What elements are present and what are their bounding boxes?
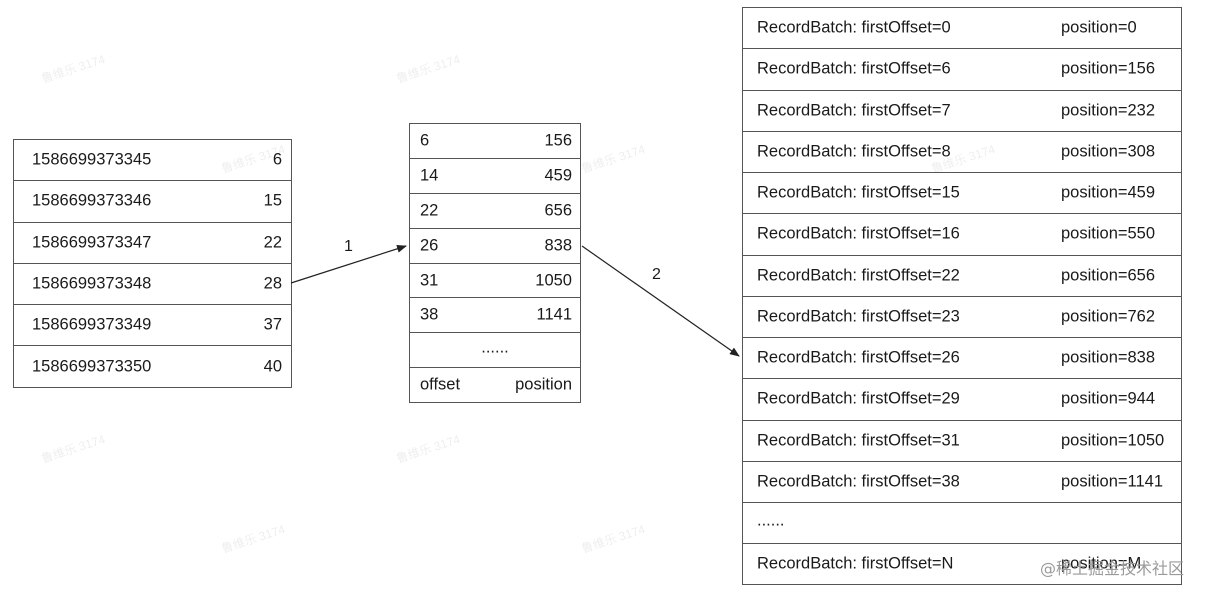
table-row: 1586699373345 6 — [14, 140, 291, 182]
table-row: RecordBatch: firstOffset=26 position=838 — [743, 338, 1181, 380]
offset-index-table: 6 156 14 459 22 656 26 838 31 1050 38 1141 ...… — [409, 123, 581, 404]
position-cell: position=1141 — [1061, 472, 1163, 491]
table-row: 38 1141 — [410, 298, 580, 334]
position-cell: position=232 — [1061, 101, 1156, 120]
offset-cell: 22 — [420, 201, 439, 220]
timestamp-cell: 1586699373348 — [32, 274, 152, 293]
record-batch-cell: RecordBatch: firstOffset=N — [757, 554, 954, 573]
table-row: RecordBatch: firstOffset=38 position=1141 — [743, 462, 1181, 503]
table-row: RecordBatch: firstOffset=8 position=308 — [743, 132, 1181, 173]
record-batch-cell: RecordBatch: firstOffset=38 — [757, 472, 960, 491]
record-batch-cell: RecordBatch: firstOffset=7 — [757, 101, 951, 120]
offset-cell: 22 — [263, 233, 282, 252]
timestamp-cell: 1586699373347 — [32, 233, 152, 252]
arrow-step-2 — [581, 245, 740, 357]
ellipsis-text: ...... — [757, 511, 785, 530]
table-row: RecordBatch: firstOffset=16 position=550 — [743, 214, 1181, 256]
offset-cell: 26 — [420, 236, 439, 255]
table-row: 1586699373347 22 — [14, 223, 291, 264]
footer-row: offset position — [410, 368, 580, 404]
position-cell: 838 — [544, 236, 572, 255]
offset-cell: 37 — [263, 315, 282, 334]
record-batch-cell: RecordBatch: firstOffset=15 — [757, 183, 960, 202]
position-cell: position=M — [1061, 554, 1142, 573]
log-segment-table: RecordBatch: firstOffset=0 position=0 Rec… — [742, 7, 1182, 586]
position-cell: position=1050 — [1061, 431, 1165, 450]
position-cell: position=459 — [1061, 183, 1156, 202]
table-row: 14 459 — [410, 159, 580, 194]
record-batch-cell: RecordBatch: firstOffset=31 — [757, 431, 960, 450]
table-row: 26 838 — [410, 229, 580, 264]
position-cell: position=656 — [1061, 266, 1156, 285]
offset-cell: 40 — [263, 357, 282, 376]
table-row: 6 156 — [410, 124, 580, 159]
record-batch-cell: RecordBatch: firstOffset=22 — [757, 266, 960, 285]
position-cell: position=156 — [1061, 59, 1156, 78]
table-row: RecordBatch: firstOffset=0 position=0 — [743, 8, 1181, 50]
table-row: 1586699373346 15 — [14, 181, 291, 223]
table-row: 1586699373350 40 — [14, 346, 291, 388]
timestamp-cell: 1586699373349 — [32, 315, 152, 334]
position-cell: position=838 — [1061, 348, 1156, 367]
ellipsis-text: ...... — [481, 338, 509, 357]
offset-cell: 6 — [272, 150, 282, 169]
position-cell: 1050 — [535, 271, 572, 289]
timestamp-cell: 1586699373345 — [32, 150, 152, 169]
table-row: RecordBatch: firstOffset=6 position=156 — [743, 49, 1181, 91]
position-cell: position=308 — [1061, 142, 1156, 161]
position-cell: position=0 — [1061, 18, 1137, 37]
position-cell: 656 — [544, 201, 572, 220]
offset-cell: 15 — [263, 191, 282, 210]
position-cell: position=550 — [1061, 224, 1156, 243]
position-cell: 1141 — [536, 305, 572, 324]
record-batch-cell: RecordBatch: firstOffset=26 — [757, 348, 960, 367]
position-cell: position=944 — [1061, 389, 1156, 408]
timestamp-cell: 1586699373346 — [32, 191, 152, 210]
offset-cell: 31 — [420, 271, 439, 289]
timestamp-index-table: 1586699373345 6 1586699373346 15 158669937… — [13, 139, 292, 388]
timestamp-cell: 1586699373350 — [32, 357, 152, 376]
table-row: RecordBatch: firstOffset=29 position=944 — [743, 379, 1181, 421]
step-2-label: 2 — [652, 266, 661, 283]
table-row: RecordBatch: firstOffset=7 position=232 — [743, 91, 1181, 132]
table-row: RecordBatch: firstOffset=31 position=1050 — [743, 421, 1181, 462]
community-watermark: @稀土掘金技术社区 — [1040, 559, 1185, 578]
record-batch-cell: RecordBatch: firstOffset=8 — [757, 142, 951, 161]
position-cell: 459 — [544, 166, 572, 185]
ellipsis-row: ...... — [743, 503, 1181, 545]
ellipsis-row: ...... — [410, 333, 580, 369]
record-batch-cell: RecordBatch: firstOffset=23 — [757, 307, 960, 326]
arrow-step-1 — [290, 244, 407, 284]
offset-cell: 14 — [420, 166, 439, 185]
table-row: 31 1050 — [410, 264, 580, 299]
table-row: RecordBatch: firstOffset=22 position=656 — [743, 256, 1181, 297]
position-cell: 156 — [544, 131, 572, 150]
step-1-label: 1 — [344, 238, 353, 255]
offset-cell: 28 — [263, 274, 282, 293]
table-row: 22 656 — [410, 194, 580, 229]
offset-cell: 6 — [420, 131, 430, 150]
offset-column-label: offset — [420, 375, 461, 394]
table-row: RecordBatch: firstOffset=23 position=762 — [743, 297, 1181, 338]
table-row: 1586699373349 37 — [14, 305, 291, 347]
offset-cell: 38 — [420, 305, 439, 324]
table-row: RecordBatch: firstOffset=15 position=459 — [743, 173, 1181, 215]
position-column-label: position — [515, 375, 572, 394]
record-batch-cell: RecordBatch: firstOffset=16 — [757, 224, 960, 243]
record-batch-cell: RecordBatch: firstOffset=0 — [757, 18, 951, 37]
record-batch-cell: RecordBatch: firstOffset=6 — [757, 59, 951, 78]
table-row: RecordBatch: firstOffset=N position=M — [743, 544, 1181, 586]
record-batch-cell: RecordBatch: firstOffset=29 — [757, 389, 960, 408]
position-cell: position=762 — [1061, 307, 1156, 326]
table-row: 1586699373348 28 — [14, 264, 291, 306]
